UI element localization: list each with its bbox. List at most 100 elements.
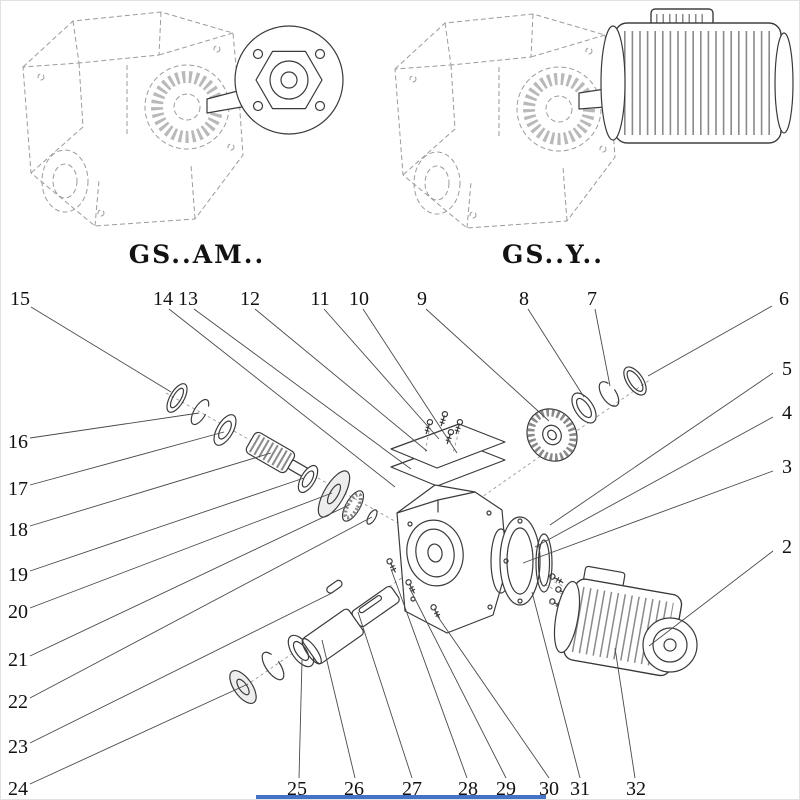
output-flange-ring	[499, 516, 541, 606]
callout-number-3: 3	[782, 456, 792, 478]
bottom-accent-bar	[256, 795, 546, 799]
exploded-view	[165, 366, 698, 704]
callout-number-29: 29	[496, 778, 516, 800]
motor	[553, 565, 698, 677]
callout-line-29	[409, 588, 507, 779]
callout-line-28	[390, 568, 468, 779]
callout-number-27: 27	[402, 778, 422, 800]
callout-line-15	[30, 306, 172, 393]
callout-line-6	[647, 305, 773, 377]
callout-number-19: 19	[8, 564, 28, 586]
callout-line-30	[435, 613, 550, 779]
callout-number-16: 16	[8, 431, 28, 453]
input-disc	[317, 470, 351, 518]
output-snap-ring	[261, 651, 285, 681]
callout-line-17	[29, 431, 225, 486]
callout-number-11: 11	[310, 288, 329, 310]
callout-number-17: 17	[8, 478, 28, 500]
callout-line-9	[425, 308, 550, 422]
gearbox-housing	[396, 484, 512, 634]
motor-front-flange	[600, 25, 626, 141]
top-cover-plate	[390, 423, 506, 469]
callout-number-12: 12	[240, 288, 260, 310]
callout-number-8: 8	[519, 288, 529, 310]
callout-line-22	[29, 516, 373, 699]
model-label-y: GS..Y..	[502, 240, 604, 269]
callout-line-2	[648, 550, 774, 647]
callout-number-31: 31	[570, 778, 590, 800]
callout-line-24	[29, 683, 249, 785]
callout-number-18: 18	[8, 519, 28, 541]
callout-number-2: 2	[782, 536, 792, 558]
am-flange	[234, 25, 344, 135]
gearbox-y-view	[395, 8, 794, 228]
callout-number-6: 6	[779, 288, 789, 310]
flange-bolt-hole	[314, 48, 326, 60]
callout-number-20: 20	[8, 601, 28, 623]
callout-number-10: 10	[349, 288, 369, 310]
callout-number-13: 13	[178, 288, 198, 310]
worm-shaft	[245, 431, 312, 480]
flange-bolt-hole	[252, 100, 264, 112]
callout-number-9: 9	[417, 288, 427, 310]
motor-fins	[571, 586, 674, 668]
callout-line-14	[168, 308, 396, 488]
cover-screw	[438, 410, 449, 427]
callout-line-20	[29, 492, 333, 609]
input-key	[366, 509, 378, 525]
y-motor	[600, 8, 794, 144]
callout-line-32	[614, 647, 636, 779]
callout-number-15: 15	[10, 288, 30, 310]
callout-line-26	[321, 639, 356, 779]
flange-bolt-hole	[252, 48, 264, 60]
callout-number-25: 25	[287, 778, 307, 800]
callout-line-8	[527, 308, 585, 398]
callout-line-23	[29, 592, 333, 744]
callout-number-21: 21	[8, 649, 28, 671]
helical-gear	[526, 408, 578, 462]
callout-line-12	[254, 308, 428, 452]
screw-guide-line	[452, 430, 460, 454]
callout-line-11	[323, 308, 440, 440]
callout-number-7: 7	[587, 288, 597, 310]
callout-number-30: 30	[539, 778, 559, 800]
callout-line-31	[531, 591, 581, 779]
callout-line-5	[549, 372, 774, 526]
flange-gasket	[535, 533, 553, 593]
motor-rear-cap	[774, 32, 794, 134]
input-seal	[166, 383, 188, 413]
gear-bearing	[571, 392, 597, 424]
callout-line-3	[522, 470, 774, 564]
callout-line-13	[193, 308, 412, 470]
motor-front-flange	[553, 580, 581, 654]
callout-number-26: 26	[344, 778, 364, 800]
callout-line-18	[29, 452, 272, 527]
gearbox-am-view	[23, 12, 344, 226]
model-label-am: GS..AM..	[129, 240, 265, 269]
callout-number-32: 32	[626, 778, 646, 800]
flange-bolt-hole	[314, 100, 326, 112]
callout-line-7	[594, 308, 611, 387]
callout-number-23: 23	[8, 736, 28, 758]
motor-rear-cap	[642, 617, 698, 673]
callout-line-25	[298, 659, 303, 779]
input-bearing	[213, 414, 237, 446]
callout-line-19	[29, 477, 305, 572]
callout-line-10	[362, 308, 458, 454]
callout-number-28: 28	[458, 778, 478, 800]
output-seal	[229, 670, 257, 704]
callout-number-14: 14	[153, 288, 173, 310]
output-shaft	[301, 585, 400, 665]
callout-number-4: 4	[782, 402, 792, 424]
input-bearing-2	[297, 464, 319, 494]
y-housing-outline	[395, 14, 615, 228]
callout-number-5: 5	[782, 358, 792, 380]
callout-line-21	[29, 504, 350, 657]
callout-number-22: 22	[8, 691, 28, 713]
input-snap-ring	[190, 398, 210, 426]
shaft-key	[326, 579, 343, 594]
callout-line-4	[534, 416, 774, 548]
